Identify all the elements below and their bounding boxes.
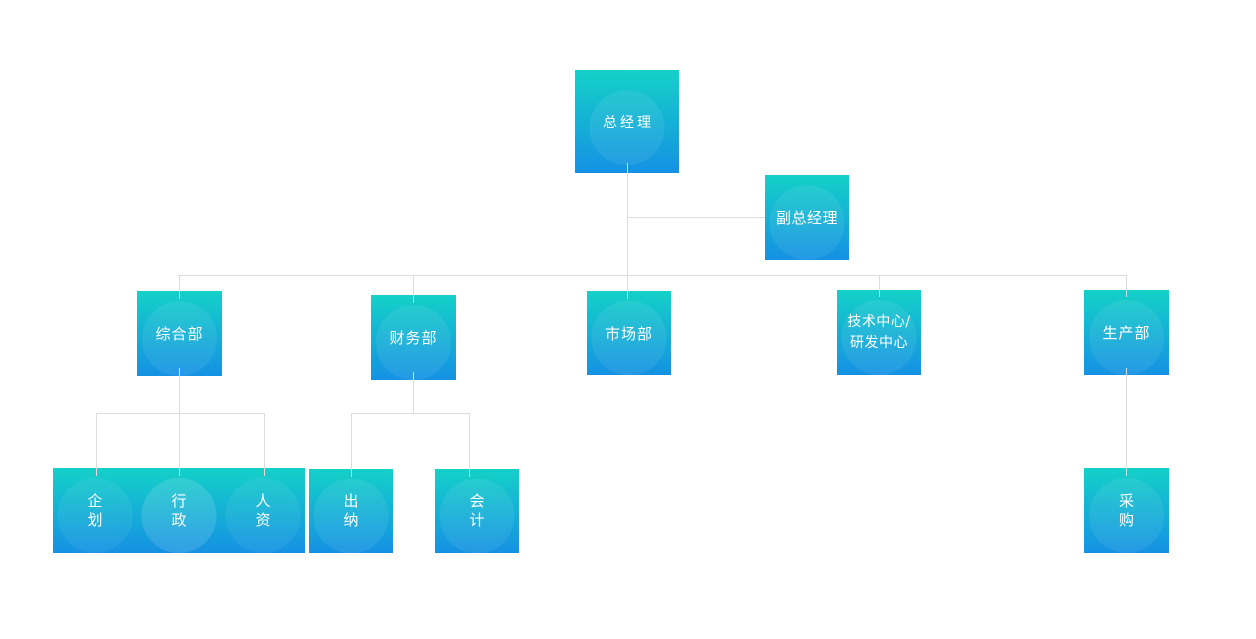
node-finance-dept: 财务部 [371,295,456,380]
connector-general-affairs-children-horizontal [96,413,264,414]
node-general-affairs-dept-label: 综合部 [155,325,204,343]
node-finance-dept-label: 财务部 [389,329,438,347]
connector-general-affairs-down [179,368,180,413]
connector-drop-finance [413,275,414,303]
node-cashier-label: 出纳 [343,492,359,529]
connector-level2-horizontal [178,275,1127,276]
node-deputy-general-manager: 副总经理 [765,175,849,260]
node-general-manager: 总经理 [575,70,679,173]
connector-drop-general-affairs [179,275,180,299]
connector-gm-deputy [627,217,765,218]
node-cashier: 出纳 [309,469,393,553]
connector-drop-administration [179,413,180,476]
node-deputy-general-manager-label: 副总经理 [775,209,838,227]
node-administration-label: 行政 [171,491,187,529]
connector-drop-human-resources [264,413,265,476]
node-procurement-label: 采购 [1118,491,1134,529]
connector-finance-children-horizontal [351,413,469,414]
connector-finance-down [413,372,414,413]
node-production-dept: 生产部 [1084,290,1169,375]
connector-drop-cashier [351,413,352,477]
connector-drop-tech-rd [879,275,880,297]
connector-drop-accounting [469,413,470,477]
node-planning-label: 企划 [87,491,103,529]
node-staff-group: 企划 行政 人资 [53,468,305,553]
node-marketing-dept: 市场部 [587,291,671,375]
node-accounting-label: 会计 [469,492,485,529]
connector-drop-planning [96,413,97,476]
connector-drop-production [1126,275,1127,297]
node-general-manager-label: 总经理 [603,114,654,131]
connector-production-procurement [1126,368,1127,476]
node-tech-rd-center: 技术中心/ 研发中心 [837,290,921,375]
node-tech-rd-center-label: 技术中心/ 研发中心 [847,313,911,351]
node-marketing-dept-label: 市场部 [604,324,653,343]
node-accounting: 会计 [435,469,519,553]
connector-gm-vertical [627,163,628,299]
node-human-resources-label: 人资 [255,491,271,529]
node-administration: 行政 [137,468,221,553]
node-human-resources: 人资 [221,468,305,553]
node-procurement: 采购 [1084,468,1169,553]
node-production-dept-label: 生产部 [1102,324,1151,342]
node-general-affairs-dept: 综合部 [137,291,222,376]
node-planning: 企划 [53,468,137,553]
